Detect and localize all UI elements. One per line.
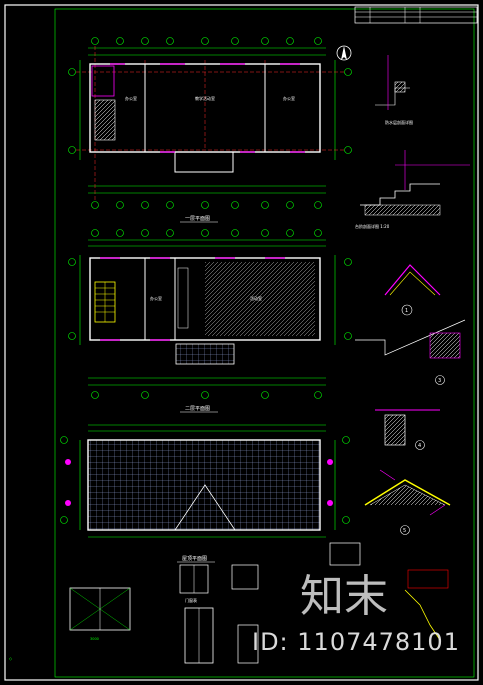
sheet-inner-border xyxy=(54,8,475,678)
detail-number-1: 1 xyxy=(405,308,408,314)
door-window-schedule: 门窗表 3000 xyxy=(69,542,449,664)
sheet-border xyxy=(4,4,479,681)
plan-title-second: 二层平面图 xyxy=(185,406,210,412)
watermark-logo: 知末 xyxy=(300,571,388,622)
room-label-office-3: 办公室 xyxy=(150,295,162,301)
second-floor-plan: 办公室 活动室 二层平面图 xyxy=(68,229,352,413)
room-label-office-2: 办公室 xyxy=(283,95,295,101)
detail-number-4: 4 xyxy=(418,443,421,449)
ground-floor-plan: 办公室 教学活动室 办公室 一层平面图 xyxy=(68,37,352,223)
detail-number-5: 5 xyxy=(403,528,406,534)
detail-column: 防水层剖面详图 台阶剖面详图 1:20 1 3 4 5 xyxy=(355,55,470,535)
roof-plan: 屋顶平面图 xyxy=(60,424,350,563)
title-block xyxy=(354,6,478,24)
binding-margin-label: ◇ xyxy=(9,656,13,661)
watermark-id: ID: 1107478101 xyxy=(252,628,460,656)
dimension-text: 3000 xyxy=(90,637,99,641)
detail-number-3: 3 xyxy=(438,378,441,384)
plan-title-ground: 一层平面图 xyxy=(185,216,210,222)
schedule-title: 门窗表 xyxy=(185,597,197,603)
plan-title-roof: 屋顶平面图 xyxy=(182,556,207,562)
room-label-office: 办公室 xyxy=(125,95,137,101)
section-title-waterproof: 防水层剖面详图 xyxy=(385,119,413,125)
section-title-step: 台阶剖面详图 1:20 xyxy=(355,223,390,229)
room-label-hall: 活动室 xyxy=(250,295,262,301)
room-label-activity: 教学活动室 xyxy=(195,95,215,101)
